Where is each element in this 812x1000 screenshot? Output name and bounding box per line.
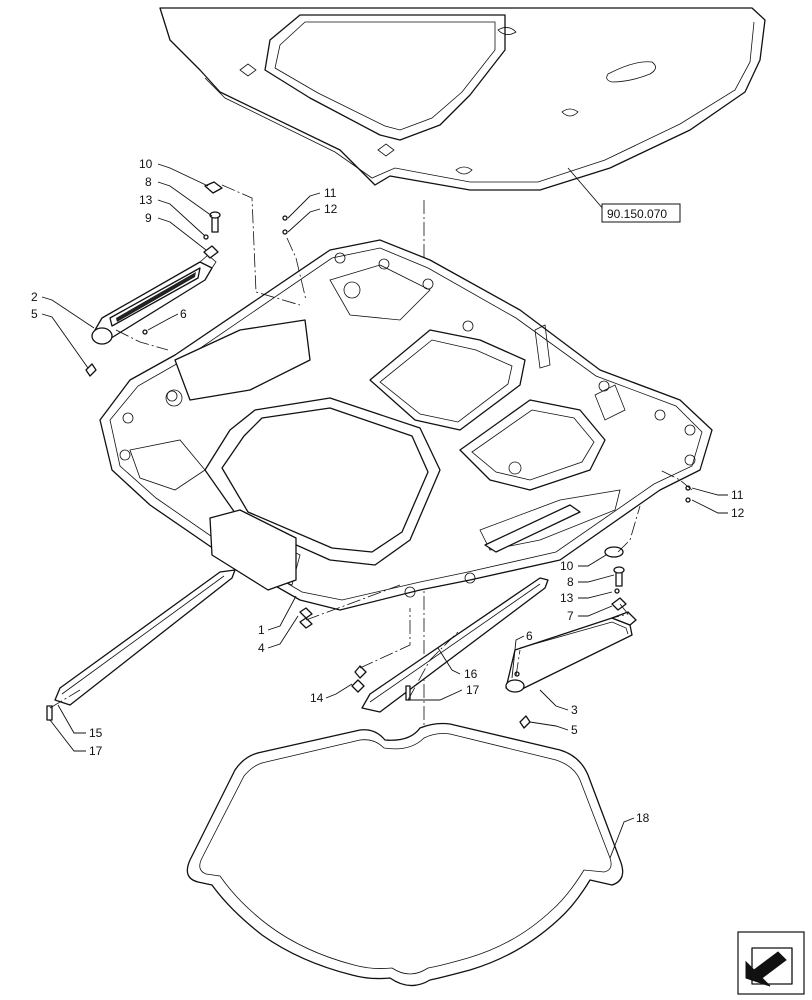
callouts: 10 8 13 9 11 12 2 5 6 11 12 10 8 13 7 6 … xyxy=(31,157,745,825)
callout-11-lower: 11 xyxy=(731,488,744,502)
callout-16: 16 xyxy=(464,667,478,681)
callout-9: 9 xyxy=(145,211,152,225)
reference-label: 90.150.070 xyxy=(607,207,667,221)
callout-8-lower: 8 xyxy=(567,575,574,589)
callout-17-right: 17 xyxy=(466,683,480,697)
callout-12-upper: 12 xyxy=(324,202,338,216)
callout-11-upper: 11 xyxy=(324,186,337,200)
callout-5-upper: 5 xyxy=(31,307,38,321)
leader-lines xyxy=(41,163,728,859)
callout-10-upper: 10 xyxy=(139,157,153,171)
callout-2: 2 xyxy=(31,290,38,304)
callout-13-upper: 13 xyxy=(139,193,153,207)
callout-1: 1 xyxy=(258,623,265,637)
callout-3: 3 xyxy=(571,703,578,717)
callout-14: 14 xyxy=(310,691,324,705)
hardware-left xyxy=(85,181,288,377)
callout-6-lower: 6 xyxy=(526,629,533,643)
reference-box xyxy=(601,203,681,223)
callout-12-lower: 12 xyxy=(731,506,745,520)
roof-outer-panel xyxy=(159,7,766,191)
assembly-lines xyxy=(49,184,693,709)
trim-strip-left xyxy=(46,569,236,721)
callout-13-lower: 13 xyxy=(560,591,574,605)
callout-17-left: 17 xyxy=(89,744,103,758)
callout-5-lower: 5 xyxy=(571,723,578,737)
callout-7: 7 xyxy=(567,609,574,623)
trim-strip-right xyxy=(351,577,549,713)
air-vent-right xyxy=(505,611,637,693)
roof-liner xyxy=(99,239,713,611)
callout-10-lower: 10 xyxy=(560,559,574,573)
callout-6-upper: 6 xyxy=(180,307,187,321)
air-vent-left xyxy=(91,254,217,345)
next-page-arrow-icon[interactable] xyxy=(737,931,805,995)
hatch-seal xyxy=(186,722,624,987)
callout-4: 4 xyxy=(258,641,265,655)
callout-15: 15 xyxy=(89,726,103,740)
callout-8-upper: 8 xyxy=(145,175,152,189)
callout-18: 18 xyxy=(636,811,650,825)
hardware-right xyxy=(299,485,691,729)
